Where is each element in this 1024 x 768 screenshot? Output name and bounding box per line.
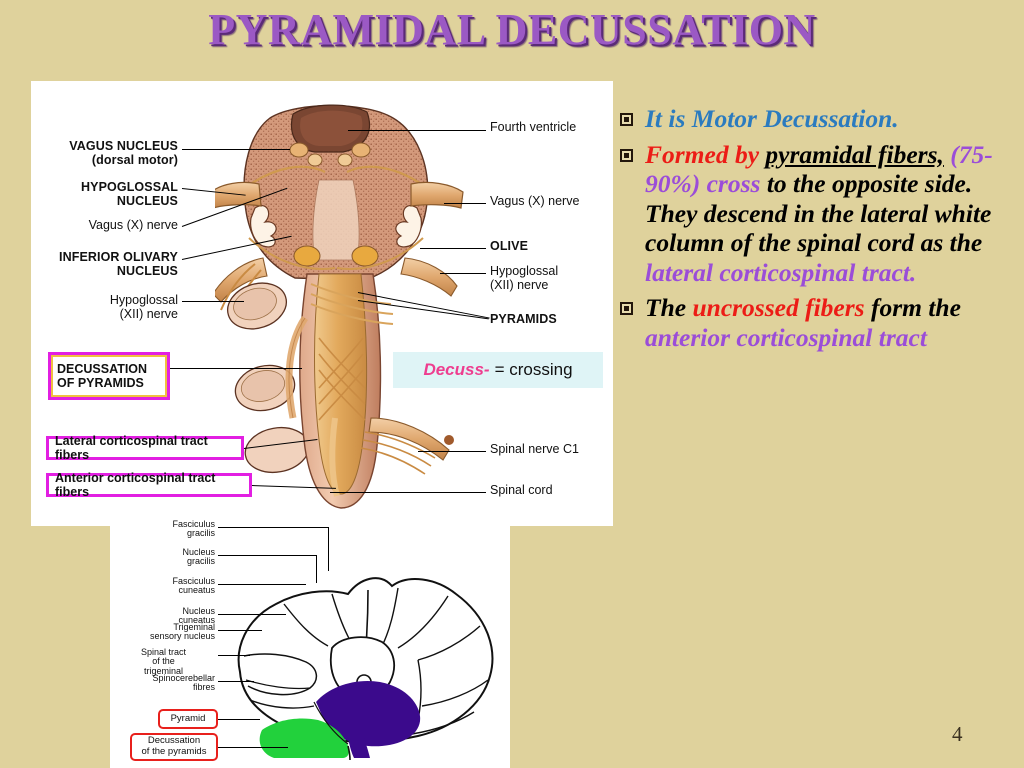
bullet-2-segment-3: (75-90%) cross — [645, 139, 993, 199]
leader-line — [218, 747, 288, 748]
leader-line — [218, 681, 254, 682]
bullet-item-2: Formed by pyramidal fibers, (75-90%) cro… — [616, 140, 1020, 288]
bullet-2-segment-4: to the opposite side. They descend in th… — [645, 169, 992, 258]
decuss-definition: = crossing — [494, 360, 573, 379]
leader-line — [348, 130, 486, 131]
label-hypoglossal-xii-nerve-left: Hypoglossal (XII) nerve — [109, 293, 178, 321]
page-number: 4 — [952, 722, 963, 746]
leader-line — [218, 655, 250, 656]
label-hypoglossal-xii-nerve-right: Hypoglossal (XII) nerve — [490, 264, 559, 292]
bullet-3-segment-1: uncrossed fibers — [692, 293, 865, 323]
bullet-marker-icon — [620, 148, 633, 162]
bullet-2-segment-5: lateral corticospinal tract. — [645, 257, 917, 287]
label-trigeminal-sensory-nucleus: Trigeminal sensory nucleus — [149, 622, 215, 642]
leader-line — [218, 555, 316, 556]
label-olive: OLIVE — [490, 239, 529, 253]
label-spinal-cord: Spinal cord — [490, 483, 553, 497]
leader-line — [218, 719, 260, 720]
boxed-label-lateral-corticospinal-tract-fibers: Lateral corticospinal tract fibers — [46, 434, 244, 462]
leader-line — [330, 492, 486, 493]
leader-line — [218, 614, 286, 615]
bullet-marker-icon — [620, 113, 633, 126]
label-nucleus-gracilis: Nucleus gracilis — [182, 547, 215, 567]
label-pyramids: PYRAMIDS — [490, 312, 557, 326]
label-nucleus-cuneatus: Nucleus cuneatus — [178, 606, 215, 626]
brainstem-illustration — [215, 104, 464, 509]
bullet-text-3: The uncrossed fibers form the anterior c… — [645, 293, 1020, 352]
bullet-3-segment-3: anterior corticospinal tract — [645, 323, 927, 353]
label-spinocerebellar-fibres: Spinocerebellar fibres — [152, 673, 215, 693]
label-spinal-tract-of-the-trigeminal: Spinal tract of the trigeminal — [140, 647, 187, 676]
label-fasciculus-gracilis: Fasciculus gracilis — [172, 519, 215, 539]
label-inferior-olivary-nucleus: INFERIOR OLIVARY NUCLEUS — [59, 250, 178, 278]
bullet-text-2: Formed by pyramidal fibers, (75-90%) cro… — [645, 140, 1020, 288]
leader-line — [316, 555, 317, 583]
page-title: PYRAMIDAL DECUSSATION — [208, 5, 816, 54]
bullet-2-segment-0: Formed by — [645, 139, 766, 169]
label-vagus-x-nerve-right: Vagus (X) nerve — [490, 194, 580, 208]
boxed-label-decussation-of-the-pyramids: Decussation of the pyramids — [130, 733, 218, 761]
leader-line — [420, 248, 486, 249]
boxed-label-decussation-of-pyramids: DECUSSATION OF PYRAMIDS — [48, 352, 170, 400]
decuss-term: Decuss- — [423, 360, 490, 379]
label-fourth-ventricle: Fourth ventricle — [490, 120, 577, 134]
bullet-2-segment-1: pyramidal fibers, — [765, 139, 944, 169]
leader-line — [418, 451, 486, 452]
leader-line — [218, 527, 328, 528]
label-vagus-x-nerve-left: Vagus (X) nerve — [88, 218, 178, 232]
spinal-cord-cross-section-illustration — [237, 577, 494, 761]
label-spinal-nerve-c1: Spinal nerve C1 — [490, 442, 579, 456]
leader-line — [182, 301, 244, 302]
bullet-3-segment-2: form the — [864, 293, 961, 323]
boxed-label-anterior-corticospinal-tract-fibers: Anterior corticospinal tract fibers — [46, 471, 252, 499]
bullet-item-1: It is Motor Decussation. — [616, 104, 1020, 134]
bullet-marker-icon — [620, 302, 633, 316]
leader-line — [182, 149, 290, 150]
label-vagus-nucleus: VAGUS NUCLEUS (dorsal motor) — [69, 139, 178, 167]
decuss-definition-callout: Decuss- = crossing — [393, 352, 603, 388]
leader-line — [218, 584, 306, 585]
leader-line — [218, 630, 262, 631]
leader-line — [440, 273, 486, 274]
leader-line — [170, 368, 302, 369]
leader-line — [444, 203, 486, 204]
label-fasciculus-cuneatus: Fasciculus cuneatus — [172, 576, 215, 596]
bullet-text-1: It is Motor Decussation. — [645, 104, 1020, 134]
bullet-item-3: The uncrossed fibers form the anterior c… — [616, 293, 1020, 352]
bullet-3-segment-0: The — [645, 293, 693, 323]
leader-line — [328, 527, 329, 571]
bullet-list: It is Motor Decussation. Formed by pyram… — [616, 104, 1020, 359]
label-hypoglossal-nucleus: HYPOGLOSSAL NUCLEUS — [81, 180, 178, 208]
bullet-1-segment-0: It is Motor Decussation. — [645, 104, 899, 133]
boxed-label-pyramid: Pyramid — [158, 709, 218, 729]
